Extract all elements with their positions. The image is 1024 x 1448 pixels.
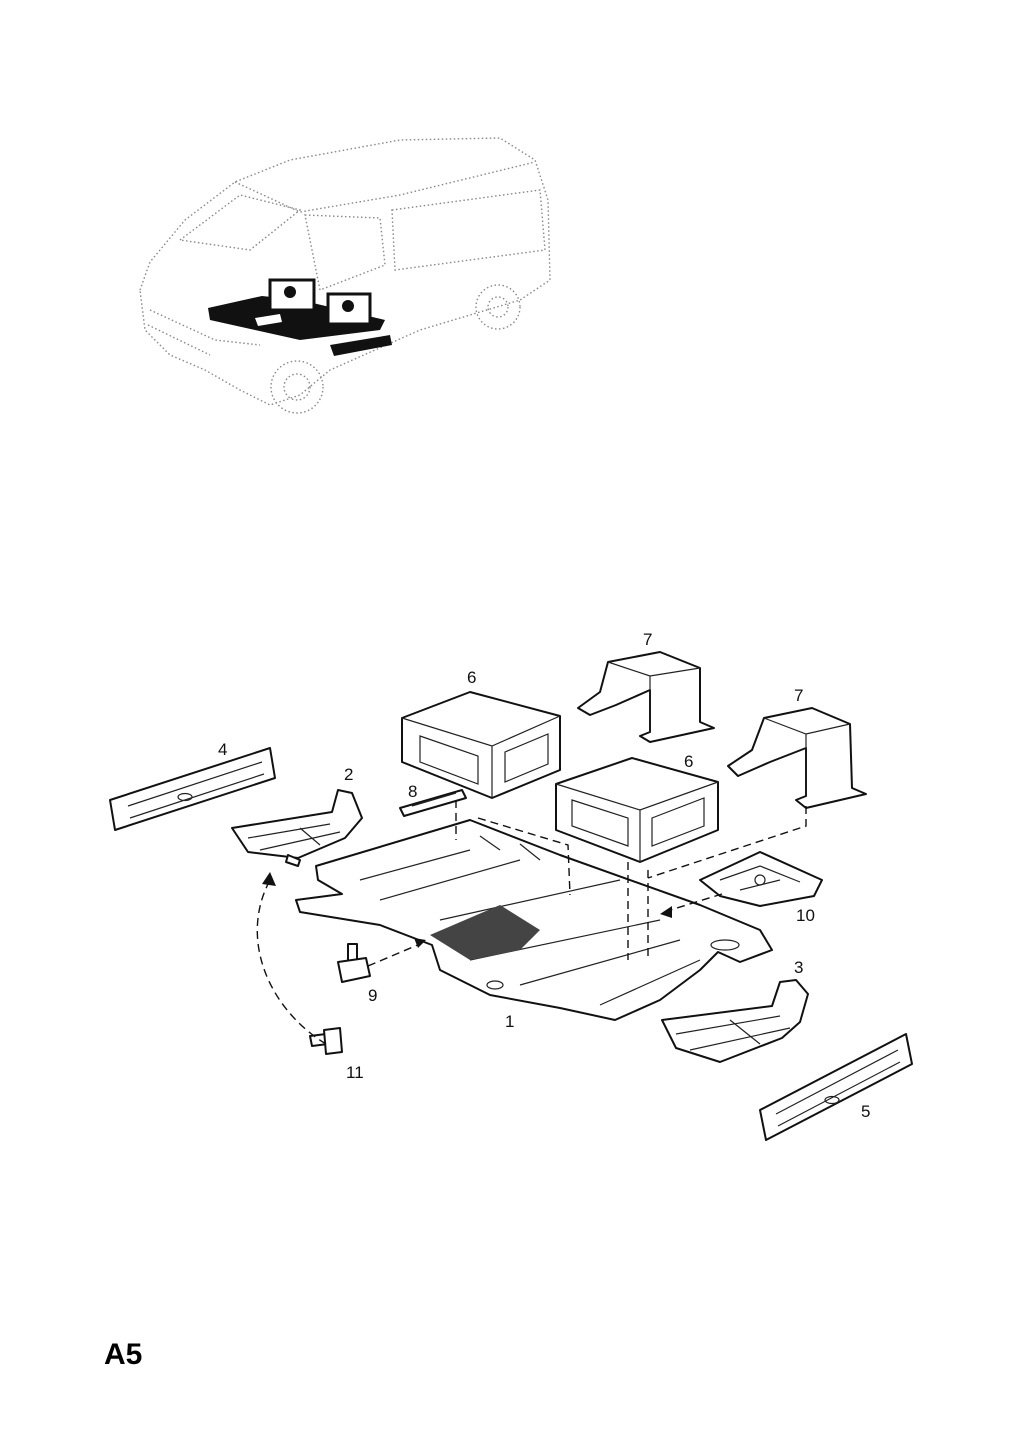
callout-part-8: 8 (408, 782, 418, 801)
callout-part-6-right: 6 (684, 752, 694, 771)
page-code: A5 (104, 1338, 143, 1371)
part-11-fastener (309, 1027, 343, 1055)
assembly-guide-lines (256, 800, 807, 1045)
callout-part-7-right: 7 (794, 686, 804, 705)
part-6-seat-box-right (555, 757, 719, 863)
callout-part-10: 10 (796, 906, 815, 925)
part-10-floor-bracket (699, 851, 823, 907)
van-locator-illustration (139, 137, 551, 414)
callout-part-7-top: 7 (643, 630, 653, 649)
highlighted-floor-parts (208, 278, 392, 356)
part-2-step-well (231, 789, 363, 867)
part-5-sill-panel (759, 1033, 913, 1141)
part-3-step-well (661, 979, 809, 1063)
part-4-sill-panel (109, 747, 276, 831)
part-7-seat-pedestal-right (727, 707, 867, 809)
callout-part-5: 5 (861, 1102, 871, 1121)
part-6-seat-box-left (401, 691, 561, 799)
callout-part-4: 4 (218, 740, 228, 759)
callout-part-2: 2 (344, 765, 354, 784)
part-7-seat-pedestal-top (577, 651, 715, 743)
callout-part-1: 1 (505, 1012, 515, 1031)
part-8-bracket (399, 789, 467, 817)
callout-part-9: 9 (368, 986, 378, 1005)
assembly-arrows (262, 872, 672, 948)
part-9-bolt (337, 943, 371, 983)
callout-part-6-left: 6 (467, 668, 477, 687)
callout-part-11: 11 (346, 1063, 364, 1082)
part-1-floor-pan (295, 819, 773, 1021)
callout-part-3: 3 (794, 958, 804, 977)
